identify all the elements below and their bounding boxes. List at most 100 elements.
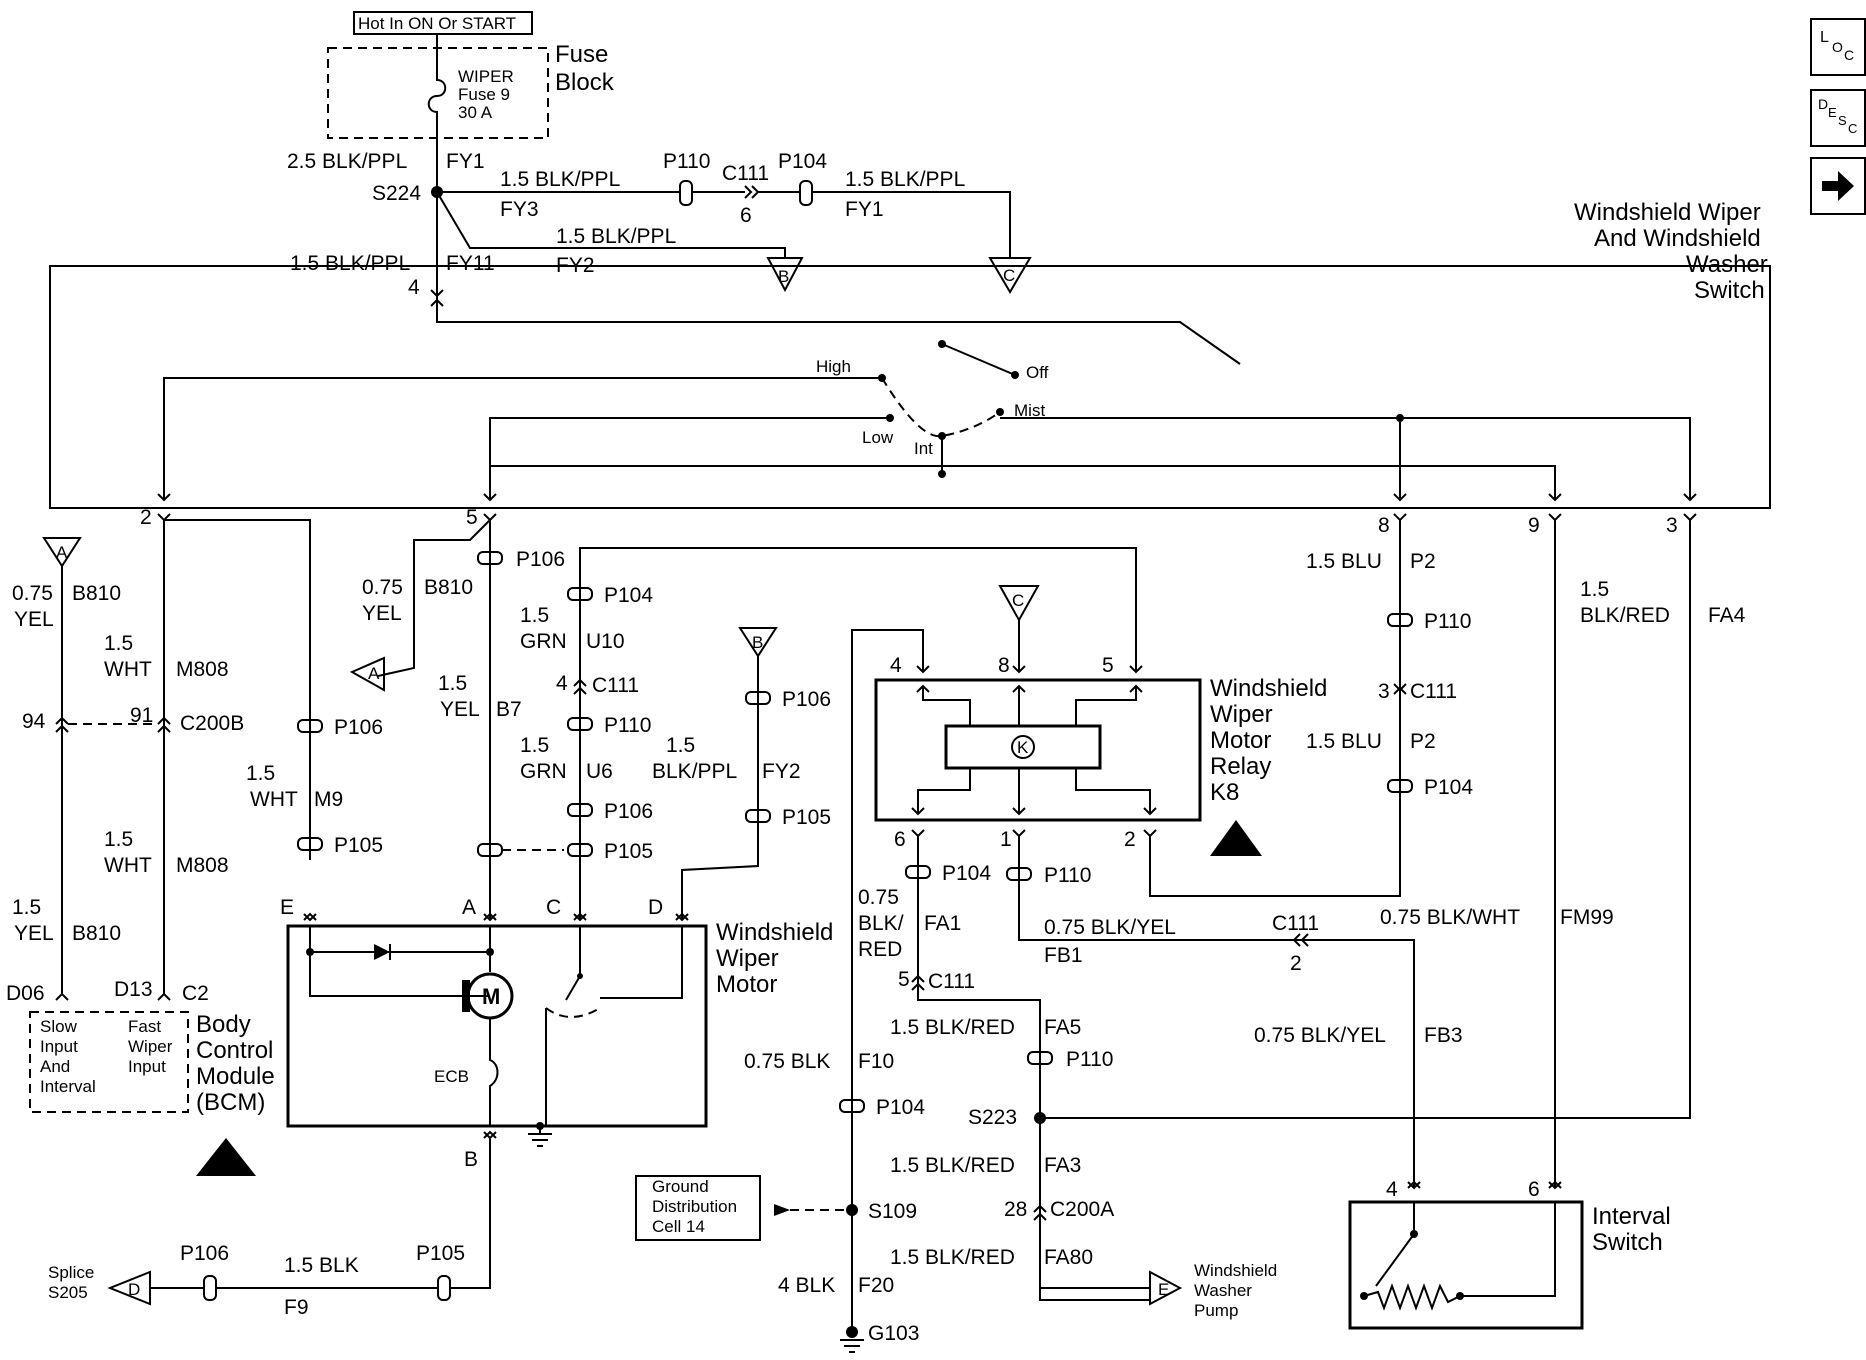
svg-text:0.75 BLK/YEL: 0.75 BLK/YEL (1254, 1024, 1386, 1047)
svg-text:1.5: 1.5 (12, 896, 41, 919)
svg-text:Wiper: Wiper (716, 945, 779, 972)
svg-text:P110: P110 (1044, 864, 1092, 887)
svg-text:30 A: 30 A (458, 103, 493, 122)
svg-text:Input: Input (40, 1037, 78, 1056)
svg-text:F9: F9 (284, 1296, 309, 1319)
svg-text:F10: F10 (858, 1050, 894, 1073)
svg-text:P105: P105 (334, 834, 383, 857)
svg-text:WIPER: WIPER (458, 67, 514, 86)
svg-text:Relay: Relay (1210, 753, 1271, 780)
next-page-button[interactable] (1810, 157, 1866, 215)
svg-text:FA3: FA3 (1044, 1154, 1081, 1177)
svg-text:1.5 BLK/RED: 1.5 BLK/RED (890, 1154, 1015, 1177)
svg-text:Body: Body (196, 1011, 251, 1038)
svg-text:Input: Input (128, 1057, 166, 1076)
svg-text:FA4: FA4 (1708, 604, 1746, 627)
svg-text:1.5: 1.5 (520, 604, 549, 627)
svg-text:1.5 BLK/PPL: 1.5 BLK/PPL (845, 168, 965, 191)
svg-text:B810: B810 (424, 576, 473, 599)
svg-text:Washer: Washer (1686, 251, 1768, 278)
svg-text:GRN: GRN (520, 760, 567, 783)
svg-text:FM99: FM99 (1560, 906, 1614, 929)
motor-feed-wiring: P106 1.5 WHT M9 P105 0.75 YEL B810 A P10… (246, 519, 1143, 920)
svg-text:D: D (128, 1280, 140, 1299)
svg-text:P106: P106 (516, 548, 565, 571)
svg-text:D06: D06 (6, 982, 45, 1005)
svg-text:Fast: Fast (128, 1017, 161, 1036)
svg-text:M808: M808 (176, 854, 229, 877)
svg-text:P106: P106 (782, 688, 831, 711)
svg-text:S223: S223 (968, 1106, 1017, 1129)
svg-text:D: D (648, 896, 663, 919)
bcm-wiring: A 0.75 YEL B810 1.5 WHT M808 94 91 C200B… (6, 519, 311, 1005)
svg-text:FY3: FY3 (500, 198, 539, 221)
svg-text:P110: P110 (604, 714, 652, 737)
svg-text:B: B (752, 633, 763, 652)
svg-text:Distribution: Distribution (652, 1197, 737, 1216)
svg-text:P105: P105 (416, 1242, 465, 1265)
svg-text:Windshield: Windshield (1210, 675, 1327, 702)
svg-text:U10: U10 (586, 630, 625, 653)
svg-text:8: 8 (998, 654, 1010, 677)
wiper-motor: E A C D Windshield Wiper Motor M ECB (280, 896, 833, 1147)
svg-text:4: 4 (556, 672, 568, 695)
svg-text:Windshield Wiper: Windshield Wiper (1574, 199, 1761, 226)
svg-text:L: L (1820, 29, 1829, 46)
svg-text:1.5: 1.5 (1580, 578, 1609, 601)
svg-text:C111: C111 (722, 162, 769, 185)
center-wiring: P104 0.75 BLK/ RED FA1 5 C111 P110 0.75 … (635, 836, 1415, 1353)
desc-button[interactable]: D E S C (1810, 89, 1866, 147)
svg-text:D: D (1818, 96, 1828, 112)
svg-text:3: 3 (1378, 680, 1390, 703)
svg-text:C: C (1012, 591, 1024, 610)
svg-text:94: 94 (22, 710, 46, 733)
svg-text:O: O (1832, 39, 1843, 55)
svg-text:P2: P2 (1410, 730, 1436, 753)
motor-ground-path: B D Splice S205 P106 P105 1.5 BLK F9 (48, 1130, 497, 1319)
svg-text:Switch: Switch (1592, 1229, 1663, 1256)
svg-text:WHT: WHT (104, 854, 152, 877)
svg-text:Switch: Switch (1694, 277, 1765, 304)
svg-text:And Windshield: And Windshield (1594, 225, 1761, 252)
svg-text:FB1: FB1 (1044, 944, 1083, 967)
svg-text:C111: C111 (1410, 680, 1457, 703)
svg-text:Off: Off (1026, 363, 1049, 382)
svg-text:Motor: Motor (1210, 727, 1271, 754)
esd-warning-icon (1210, 820, 1262, 856)
svg-text:B: B (778, 267, 789, 286)
svg-text:Splice: Splice (48, 1263, 94, 1282)
svg-text:91: 91 (130, 704, 153, 727)
svg-text:C: C (1844, 47, 1854, 63)
svg-text:1: 1 (1000, 828, 1012, 851)
svg-text:B: B (464, 1148, 478, 1171)
svg-text:C: C (1003, 266, 1015, 285)
svg-text:Mist: Mist (1014, 401, 1045, 420)
svg-text:ECB: ECB (434, 1067, 469, 1086)
svg-text:Washer: Washer (1194, 1281, 1252, 1300)
svg-text:FB3: FB3 (1424, 1024, 1463, 1047)
svg-text:0.75: 0.75 (362, 576, 403, 599)
loc-button[interactable]: L O C (1810, 18, 1866, 76)
svg-text:Motor: Motor (716, 971, 777, 998)
svg-text:D13: D13 (114, 978, 153, 1001)
svg-text:1.5 BLK/RED: 1.5 BLK/RED (890, 1246, 1015, 1269)
svg-text:1.5 BLK/PPL: 1.5 BLK/PPL (556, 225, 676, 248)
svg-text:FA80: FA80 (1044, 1246, 1093, 1269)
svg-text:1.5: 1.5 (520, 734, 549, 757)
svg-text:P104: P104 (876, 1096, 925, 1119)
svg-text:5: 5 (466, 506, 478, 529)
svg-text:YEL: YEL (362, 602, 402, 625)
svg-text:6: 6 (894, 828, 906, 851)
svg-text:P106: P106 (334, 716, 383, 739)
svg-text:4 BLK: 4 BLK (778, 1274, 835, 1297)
svg-text:E: E (1828, 105, 1837, 120)
svg-text:B810: B810 (72, 582, 121, 605)
svg-text:WHT: WHT (250, 788, 298, 811)
svg-text:6: 6 (740, 204, 752, 227)
svg-text:Low: Low (862, 428, 894, 447)
svg-text:FY11: FY11 (446, 252, 495, 275)
svg-text:P2: P2 (1410, 550, 1436, 573)
svg-text:M: M (482, 984, 500, 1009)
right-wiring: 1.5 BLU P2 P110 3 C111 1.5 BLU P2 P104 0… (1040, 520, 1746, 1188)
